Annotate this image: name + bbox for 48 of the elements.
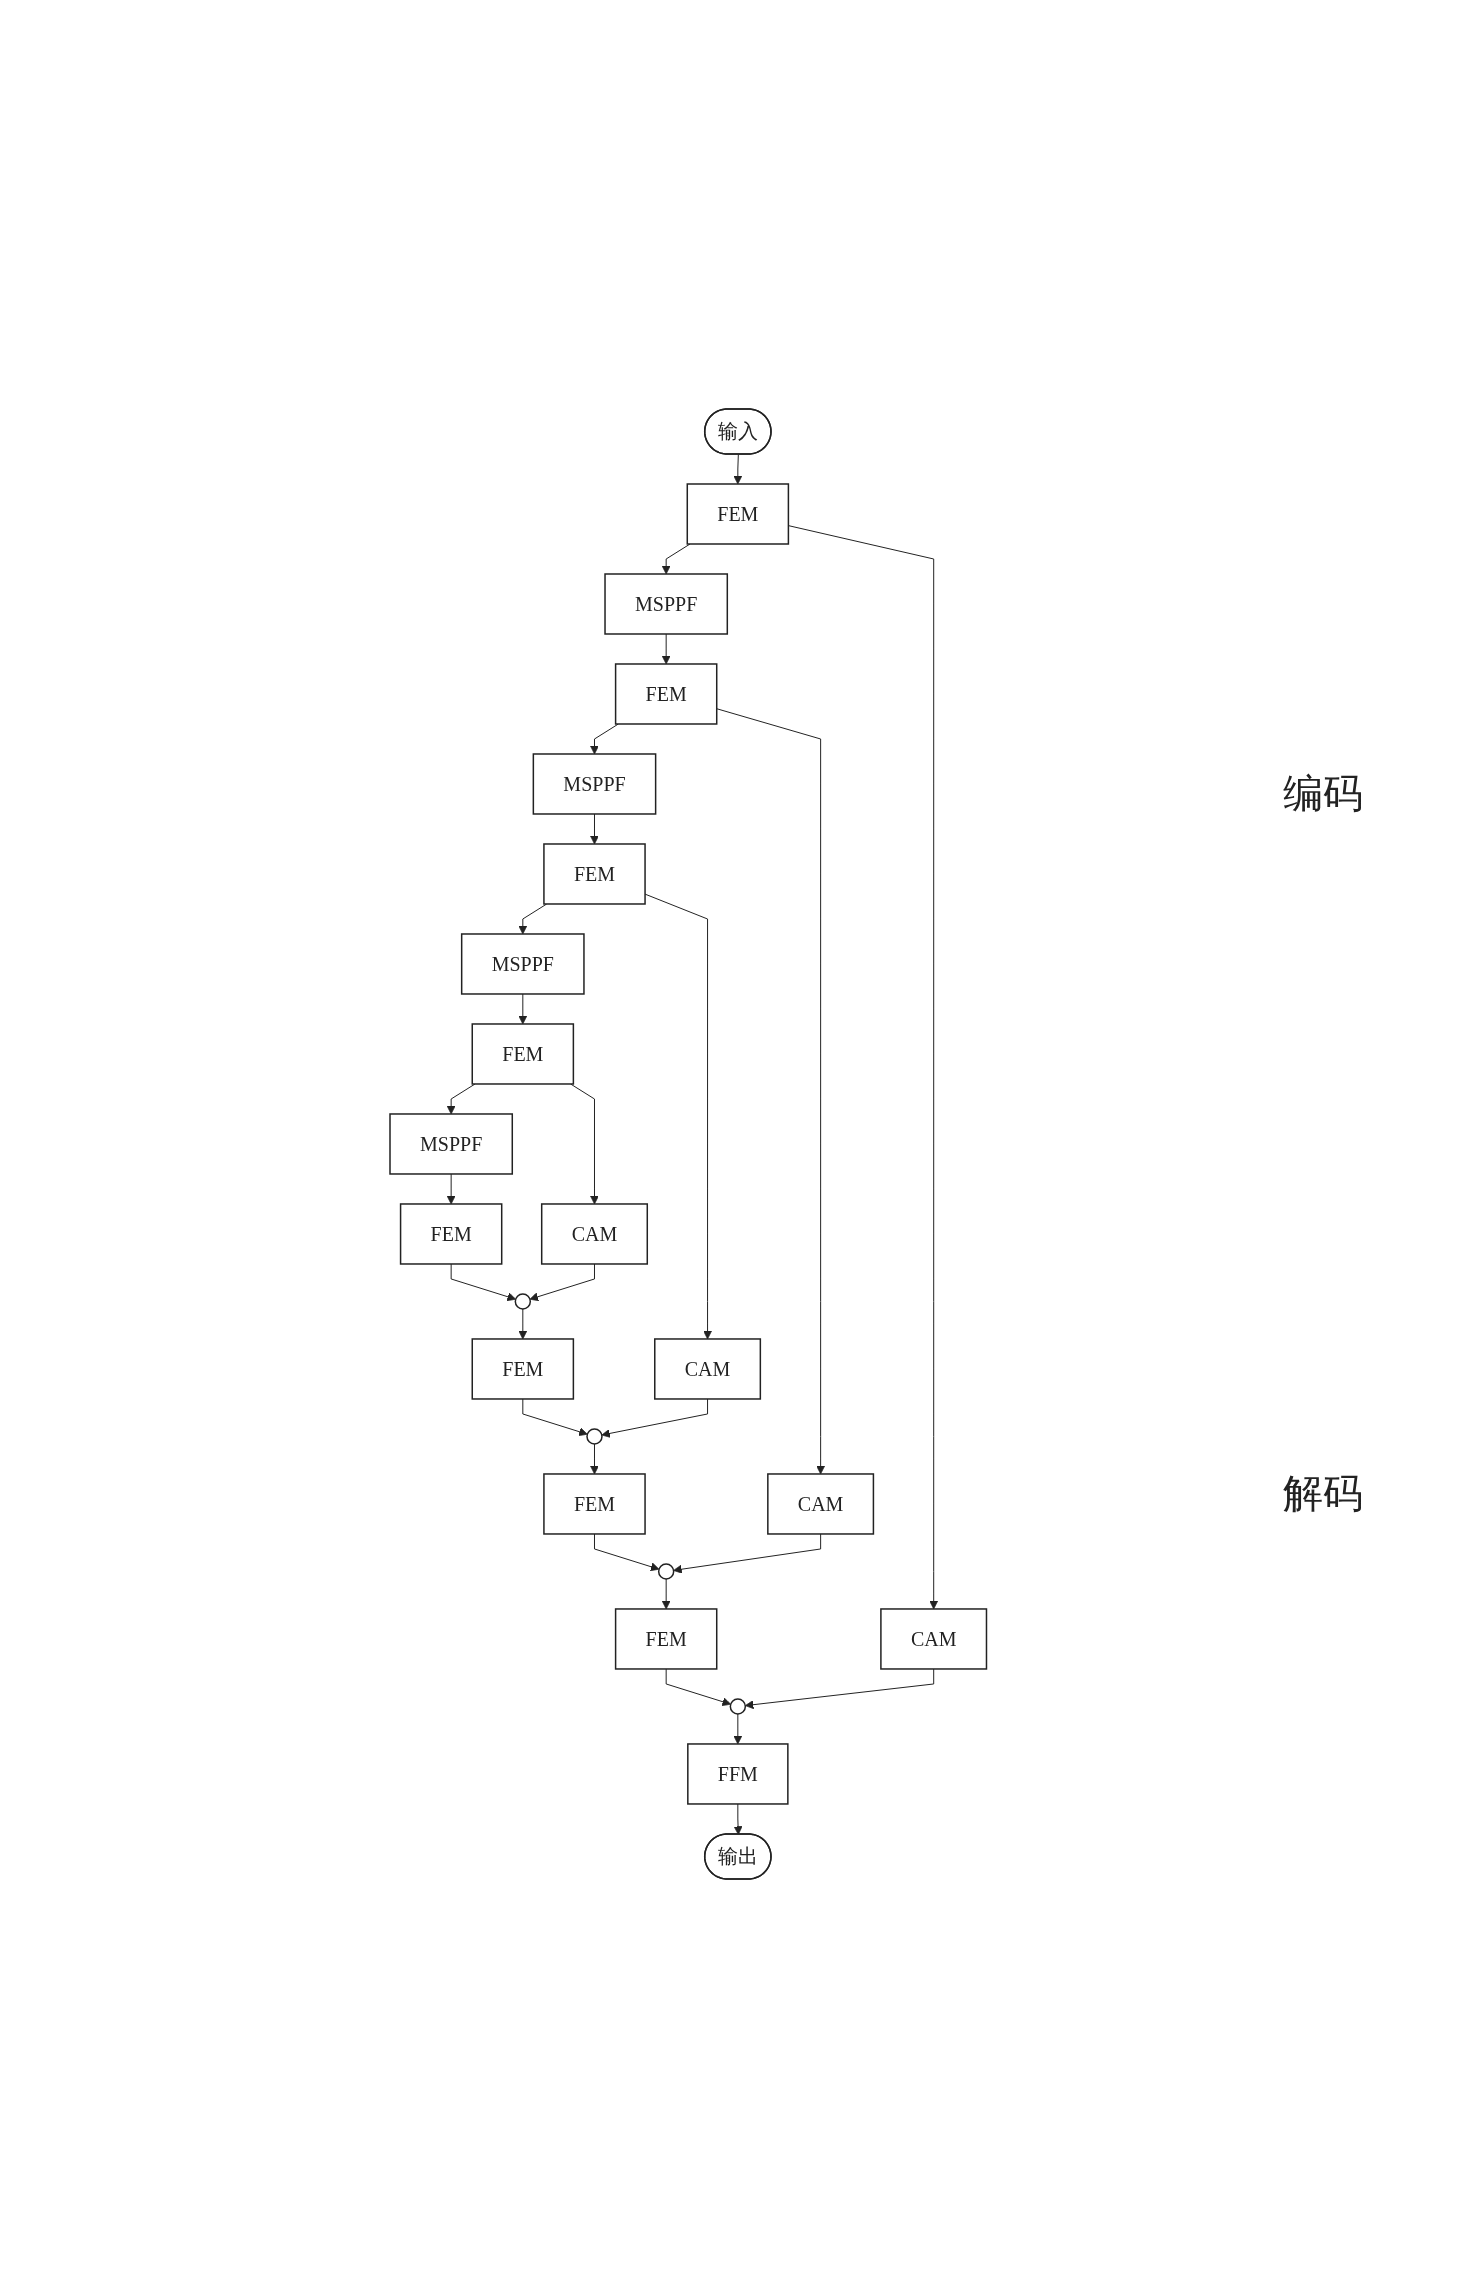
node-box: MSPPF <box>460 932 585 995</box>
arrow <box>518 993 527 1024</box>
arrow <box>661 543 691 574</box>
arrow <box>446 1173 456 1204</box>
node-box: FFM <box>686 1742 789 1805</box>
arrow <box>593 1533 660 1571</box>
node-circle <box>514 1292 531 1310</box>
arrow <box>644 893 712 1339</box>
arrow <box>589 723 619 754</box>
arrow <box>601 1398 708 1438</box>
node-box: FEM <box>542 1472 646 1535</box>
node-box: FEM <box>614 1607 718 1670</box>
arrow <box>569 1083 599 1204</box>
node-box: FEM <box>399 1202 503 1265</box>
node-box: MSPPF <box>604 572 728 635</box>
node-box: FEM <box>614 662 718 725</box>
arrow <box>672 1533 821 1574</box>
arrow <box>661 1578 671 1609</box>
node-box: FEM <box>686 482 789 545</box>
node-circle <box>586 1427 603 1445</box>
arrow <box>522 1398 588 1436</box>
arrow <box>446 1083 476 1114</box>
node-box: CAM <box>879 1607 987 1670</box>
node-circle <box>729 1697 746 1715</box>
node-box: MSPPF <box>389 1112 513 1175</box>
arrow <box>744 1668 934 1709</box>
arrow <box>518 1308 527 1339</box>
arrow <box>518 903 547 934</box>
arrow <box>665 1668 731 1706</box>
section-label: 解码 <box>1283 1470 1363 1518</box>
node-box: MSPPF <box>532 752 657 815</box>
node-box: FEM <box>471 1022 574 1085</box>
node-box: FEM <box>471 1337 574 1400</box>
arrow <box>529 1263 595 1301</box>
node-box: CAM <box>766 1472 874 1535</box>
node-box: FEM <box>542 842 646 905</box>
node-box: CAM <box>540 1202 648 1265</box>
arrow <box>733 1713 742 1744</box>
arrow <box>450 1263 516 1301</box>
arrow <box>661 633 671 664</box>
arrow <box>589 1443 599 1474</box>
arrow <box>733 453 742 484</box>
arrow <box>589 813 599 844</box>
arrow <box>733 1803 743 1835</box>
section-label: 编码 <box>1283 770 1363 818</box>
arrow <box>716 707 825 1474</box>
node-circle <box>657 1562 675 1580</box>
node-box: CAM <box>653 1337 761 1400</box>
